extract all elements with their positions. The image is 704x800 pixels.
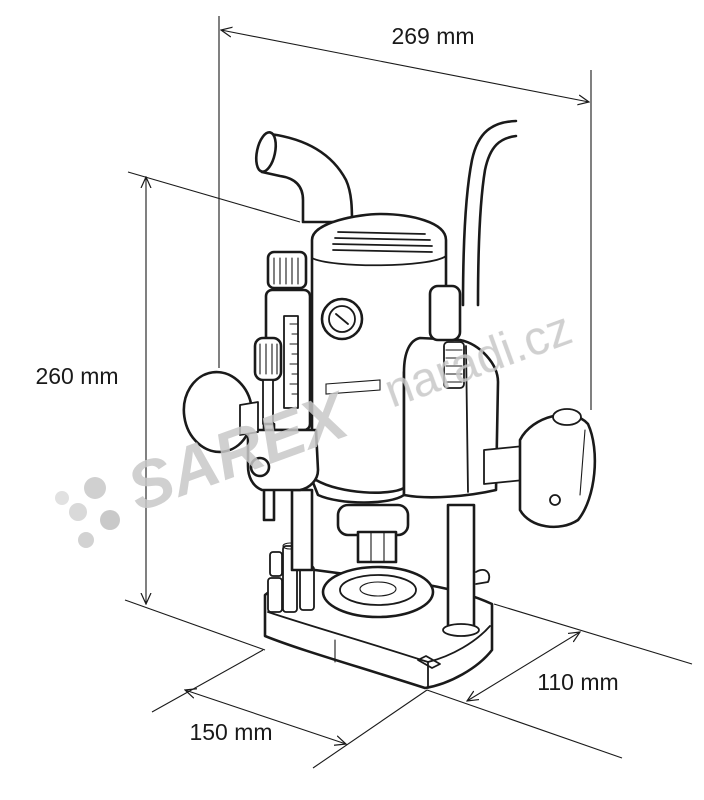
motor-vents [332, 231, 433, 253]
left-handle-shaft [239, 401, 259, 436]
base-width-dimension-line [185, 690, 346, 744]
lock-knob-right [475, 569, 491, 585]
turret-stop-3 [299, 565, 315, 611]
width-label: 269 mm [391, 23, 474, 49]
spindle-collar [336, 503, 410, 537]
depth-dimension-line [467, 632, 580, 701]
right-handle-shaft [483, 445, 525, 485]
motor-bottom-band [314, 478, 406, 494]
dimension-width: 269 mm [218, 16, 592, 410]
dimension-base-depth: 110 mm [426, 603, 693, 759]
switch-trigger-ribs [445, 349, 463, 383]
extension-line-bottom [124, 599, 266, 651]
watermark-dot-5 [78, 532, 94, 548]
right-handle [518, 413, 597, 529]
dimension-height: 260 mm [35, 171, 301, 651]
depth-stop-cap [266, 250, 308, 290]
dust-port-elbow [260, 132, 354, 224]
fine-adjust-knob-knurl [259, 343, 278, 375]
base-width-label: 150 mm [189, 719, 272, 745]
switch-housing-edge [465, 345, 469, 493]
power-cord-inner [476, 134, 518, 307]
cord-guard [428, 284, 462, 342]
power-cord [461, 119, 518, 307]
base-clamp [417, 655, 441, 669]
turret-stop-1 [267, 577, 283, 613]
dust-port-opening [254, 131, 278, 173]
motor-housing-rim [311, 255, 447, 267]
switch-housing [402, 336, 500, 499]
speed-dial-inner [328, 305, 356, 333]
switch-trigger [443, 341, 465, 389]
watermark-dots [55, 477, 120, 548]
motor-housing [310, 212, 448, 504]
extension-line-base-right [312, 689, 428, 769]
right-handle-cap [552, 408, 582, 426]
router-body [182, 119, 597, 690]
speed-dial-marker [335, 313, 349, 325]
depth-scale-ruler [283, 315, 299, 409]
collet-nut [356, 530, 398, 564]
right-handle-seam [579, 429, 586, 496]
right-column [446, 503, 476, 632]
base-center-ring-inner [339, 574, 417, 606]
brand-badge [325, 379, 381, 395]
watermark-dot-1 [84, 477, 106, 499]
turret-stop-4 [269, 551, 283, 577]
depth-scale-ticks [289, 323, 299, 395]
base-plate-top-edge [267, 611, 491, 663]
watermark-dot-3 [100, 510, 120, 530]
dimension-base-width: 150 mm [151, 649, 428, 769]
lock-knob-left [249, 456, 271, 478]
right-column-foot [442, 623, 480, 637]
extension-line-depth-front [426, 689, 623, 759]
extension-line-depth-back [493, 603, 693, 665]
right-handle-screw [549, 494, 561, 506]
extension-line-base-left [151, 649, 264, 713]
watermark-dot-4 [55, 491, 69, 505]
height-label: 260 mm [35, 363, 118, 389]
watermark-dot-2 [69, 503, 87, 521]
extension-line-top [127, 171, 301, 223]
left-column [290, 488, 314, 572]
depth-stop-cap-knurl [273, 257, 299, 285]
base-center-hole [359, 581, 397, 597]
width-dimension-line [221, 30, 589, 102]
depth-label: 110 mm [537, 669, 618, 695]
